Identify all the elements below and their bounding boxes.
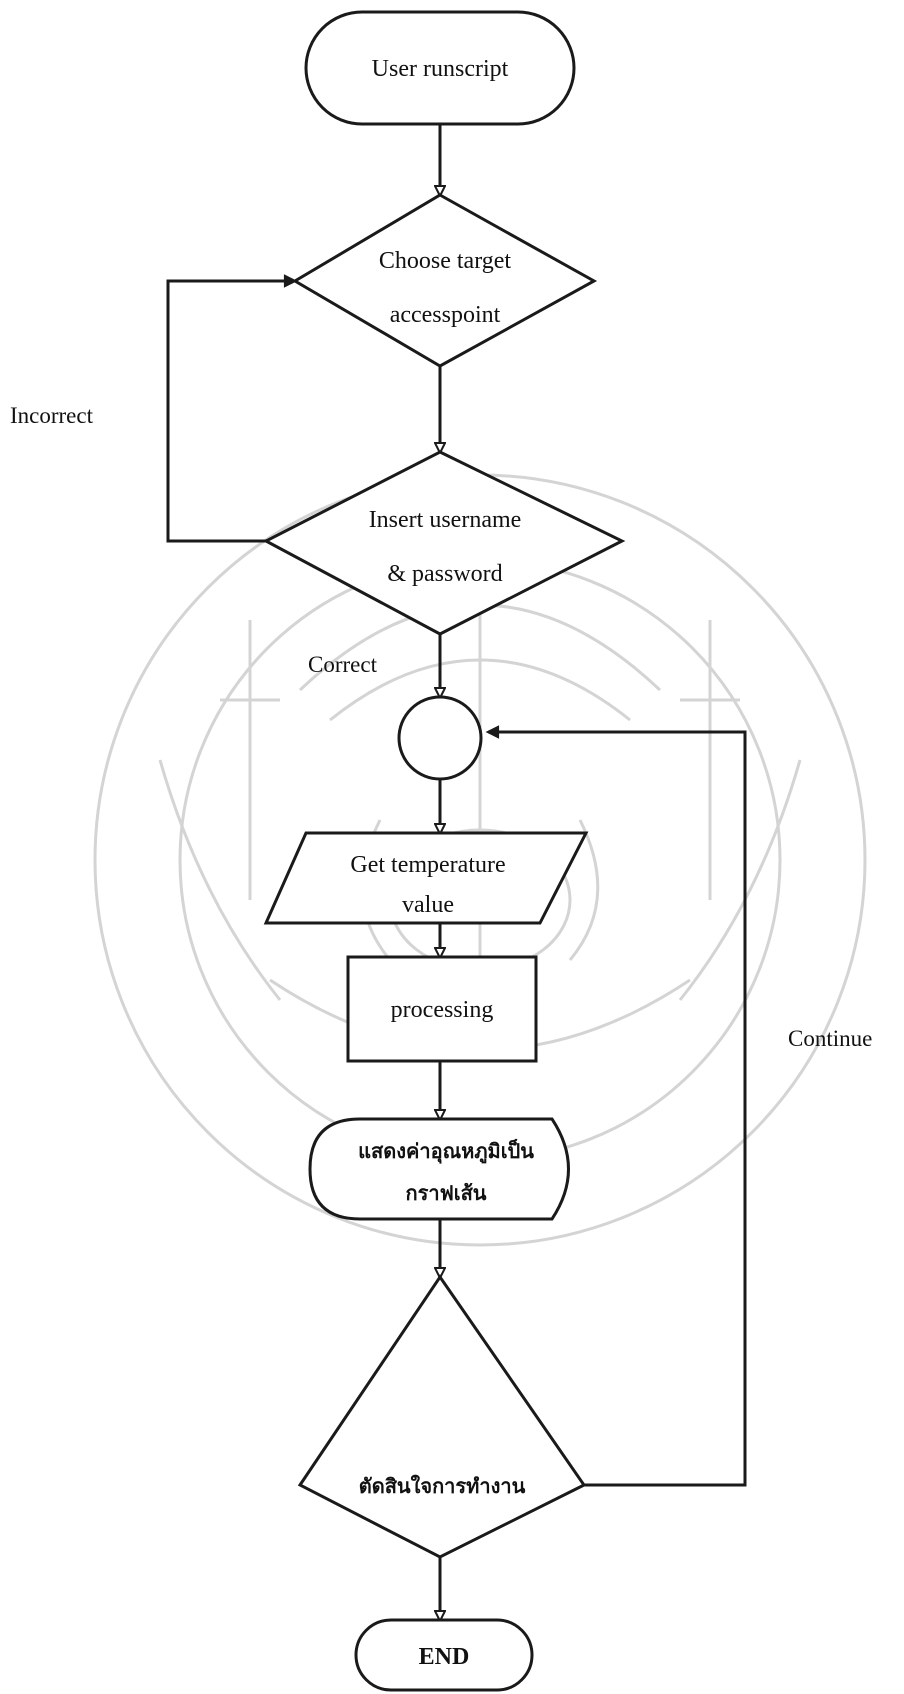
- get-temperature-input: Get temperature value: [263, 831, 589, 925]
- start-label: User runscript: [372, 56, 509, 82]
- processing-box: processing: [346, 955, 538, 1063]
- end-terminator: END: [354, 1618, 534, 1692]
- end-label: END: [419, 1644, 470, 1670]
- start-terminator: User runscript: [304, 10, 576, 126]
- decide-decision: ตัดสินใจการทำงาน: [297, 1274, 587, 1559]
- display-output: แสดงค่าอุณหภูมิเป็น กราฟเส้น: [308, 1117, 570, 1221]
- loop-connector-circle: [397, 695, 483, 781]
- choose-accesspoint-decision: Choose target accesspoint: [292, 193, 598, 368]
- correct-label: Correct: [308, 652, 378, 677]
- decide-label: ตัดสินใจการทำงาน: [359, 1474, 526, 1498]
- login-line1: Insert username: [369, 507, 522, 533]
- login-decision: Insert username & password: [262, 450, 626, 636]
- login-line2: & password: [387, 561, 502, 587]
- connectors: [166, 124, 747, 1620]
- incorrect-label: Incorrect: [10, 403, 94, 428]
- get-temperature-line2: value: [402, 892, 454, 918]
- choose-accesspoint-line1: Choose target: [379, 248, 512, 274]
- continue-label: Continue: [788, 1026, 872, 1051]
- display-line2: กราฟเส้น: [406, 1181, 487, 1205]
- get-temperature-line1: Get temperature: [350, 852, 505, 878]
- display-line1: แสดงค่าอุณหภูมิเป็น: [358, 1138, 534, 1165]
- processing-label: processing: [391, 997, 494, 1023]
- choose-accesspoint-line2: accesspoint: [390, 302, 501, 328]
